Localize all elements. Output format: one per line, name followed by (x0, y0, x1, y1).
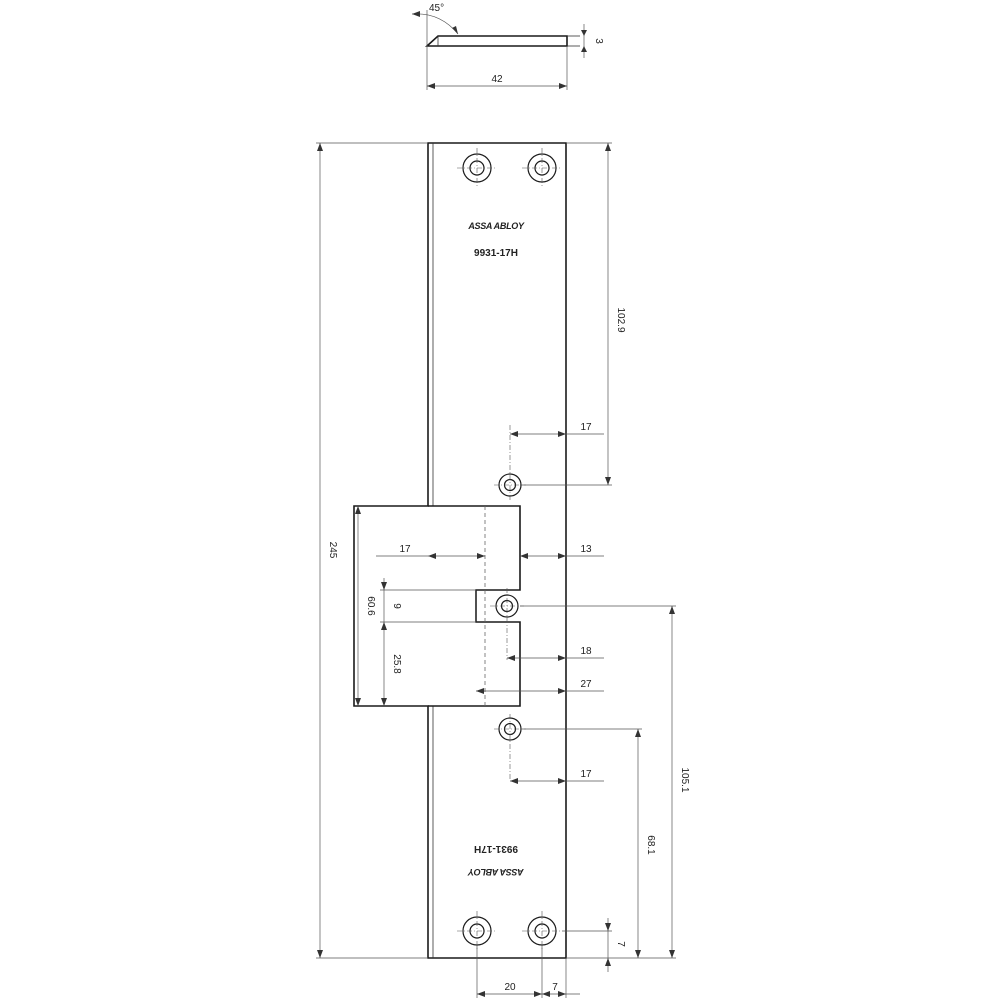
dim-cutout-left: 17 (399, 544, 411, 555)
hole-top-right (522, 148, 562, 188)
dim-cutout-right: 13 (580, 544, 592, 555)
dim-hole-offset-lower: 17 (580, 769, 592, 780)
dim-bottom-margin: 7 (615, 941, 626, 947)
dim-hole-to-bottom: 68.1 (645, 835, 656, 855)
brand-text-bottom: ASSA ABLOY (467, 867, 525, 877)
dim-top-to-hole: 102.9 (615, 307, 626, 332)
dimension-lines: 245 102.9 17 17 13 60.6 9 (316, 142, 690, 998)
width-label: 42 (491, 74, 503, 85)
thickness-label: 3 (593, 38, 604, 44)
hole-upper (494, 425, 526, 500)
dim-bolt-offset: 18 (580, 646, 592, 657)
dim-hole-offset-upper: 17 (580, 422, 592, 433)
side-view: 45° 3 42 (411, 3, 604, 90)
hole-bolt (490, 588, 524, 660)
dim-center-to-bottom: 105.1 (679, 767, 690, 792)
brand-text-top: ASSA ABLOY (467, 221, 525, 231)
strike-plate (353, 142, 567, 959)
angle-label: 45° (429, 3, 444, 14)
dim-total-height: 245 (327, 542, 338, 559)
dim-slot: 9 (391, 603, 402, 609)
model-text-top: 9931-17H (474, 248, 518, 259)
dim-edge-offset: 7 (552, 982, 558, 993)
mounting-holes (457, 148, 562, 951)
dim-cutout-depth: 27 (580, 679, 592, 690)
plate-markings: ASSA ABLOY 9931-17H 9931-17H ASSA ABLOY (467, 221, 525, 877)
hole-top-left (457, 148, 497, 188)
hole-lower (494, 714, 526, 780)
model-text-bottom: 9931-17H (474, 843, 518, 854)
dim-cutout-height: 60.6 (365, 596, 376, 616)
dim-lower-section: 25.8 (391, 654, 402, 674)
dim-hole-spacing: 20 (504, 982, 516, 993)
